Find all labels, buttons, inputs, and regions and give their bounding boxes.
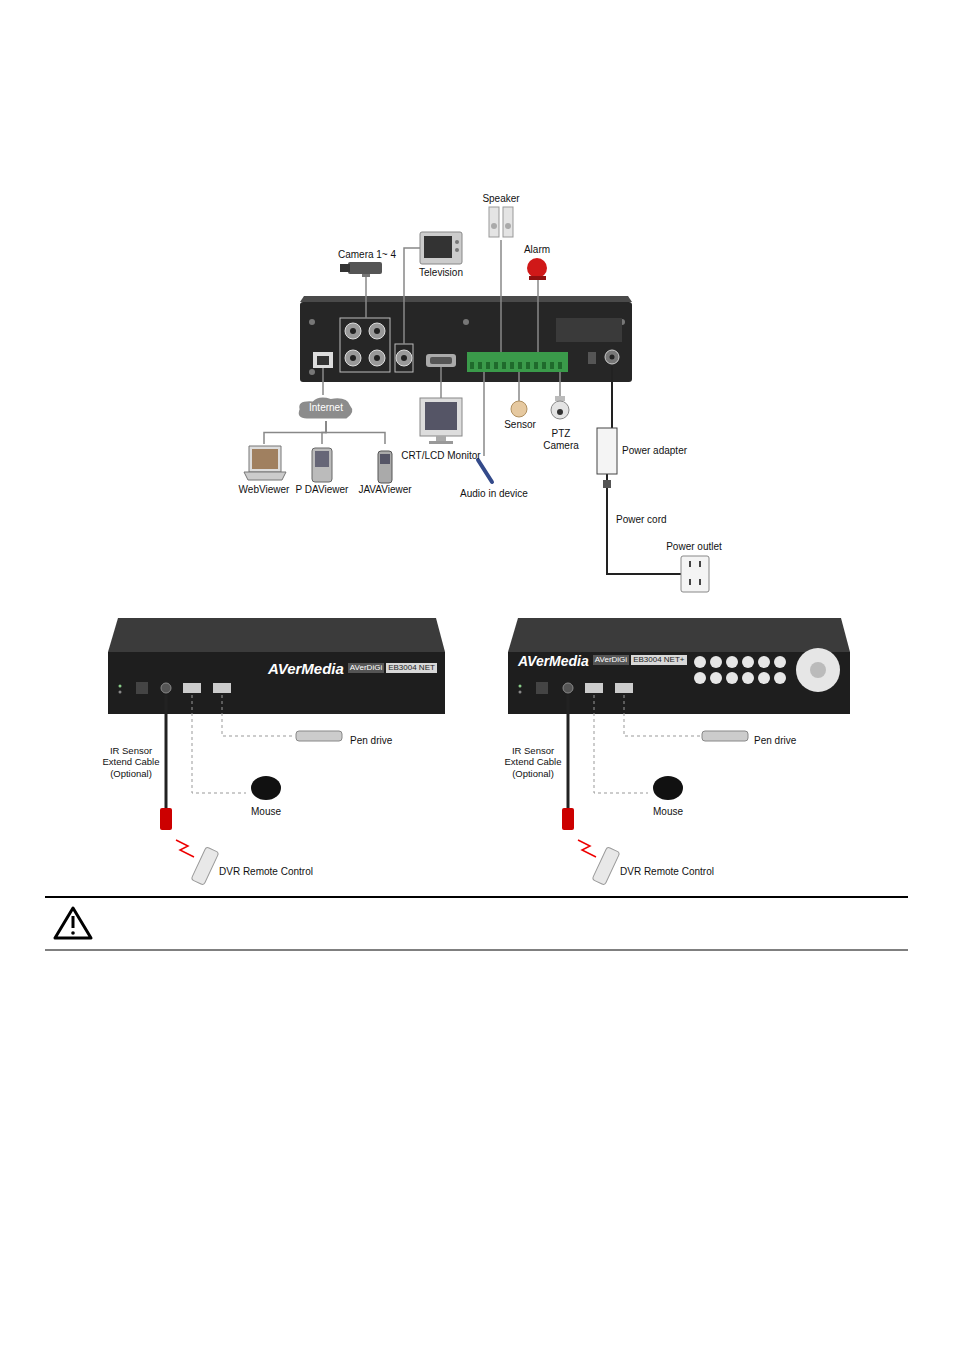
part-label: Television (419, 267, 463, 279)
network-link (326, 421, 385, 444)
part-label: Pen drive (350, 735, 392, 747)
viewer-icons (244, 446, 392, 483)
model-tag: EB3004 NET+ (631, 655, 686, 665)
part-label: Pen drive (754, 735, 796, 747)
part-label: Alarm (524, 244, 550, 256)
television-icon (420, 232, 462, 264)
alarm-icon (527, 258, 547, 280)
network-cloud: Internet (296, 395, 356, 421)
dvr-front-right (508, 618, 850, 714)
wire (323, 240, 560, 456)
microphone-icon (478, 460, 492, 482)
part-label: IR Sensor Extend Cable (Optional) (100, 745, 162, 779)
part-label: Power cord (616, 514, 667, 526)
accessory-wiring (160, 695, 748, 885)
part-label: Audio in device (460, 488, 528, 500)
node-text: Internet (309, 402, 343, 414)
part-label: Speaker (482, 193, 519, 205)
part-label: IR Sensor Extend Cable (Optional) (502, 745, 564, 779)
brand-logo: AVerMedia (268, 660, 344, 678)
part-label: DVR Remote Control (620, 866, 714, 878)
power-adapter-icon (597, 428, 617, 488)
warning-bar (45, 897, 908, 950)
dvr-back-panel (300, 296, 632, 382)
node-text: JAVAViewer (358, 484, 411, 496)
network-link (264, 421, 326, 444)
viewer-device: WebViewer (239, 444, 290, 496)
monitor-icon (420, 398, 462, 444)
camera-icon (340, 262, 382, 277)
brand-logo: AVerMedia (518, 653, 589, 670)
cloud-outline (299, 397, 353, 418)
part-label: Sensor (504, 419, 536, 431)
node-text: P DAViewer (296, 484, 349, 496)
part-label: CRT/LCD Monitor (401, 450, 480, 462)
part-label: Power adapter (622, 445, 687, 457)
part-label: PTZ Camera (541, 428, 581, 452)
model-tag: EB3004 NET (386, 663, 437, 673)
model-tag: AVerDiGi (348, 663, 384, 673)
part-label: DVR Remote Control (219, 866, 313, 878)
power-outlet-icon (681, 556, 709, 592)
speaker-icon (489, 207, 513, 237)
part-label: Power outlet (666, 541, 722, 553)
viewer-device: P DAViewer (296, 444, 349, 496)
model-tag: AVerDiGi (593, 655, 629, 665)
part-label: Mouse (251, 806, 281, 818)
dvr-front-left (108, 618, 445, 714)
part-label: Camera 1~ 4 (338, 249, 396, 261)
part-label: Mouse (653, 806, 683, 818)
sensor-icon (511, 401, 527, 417)
ptz-camera-icon (551, 396, 569, 419)
node-text: WebViewer (239, 484, 290, 496)
